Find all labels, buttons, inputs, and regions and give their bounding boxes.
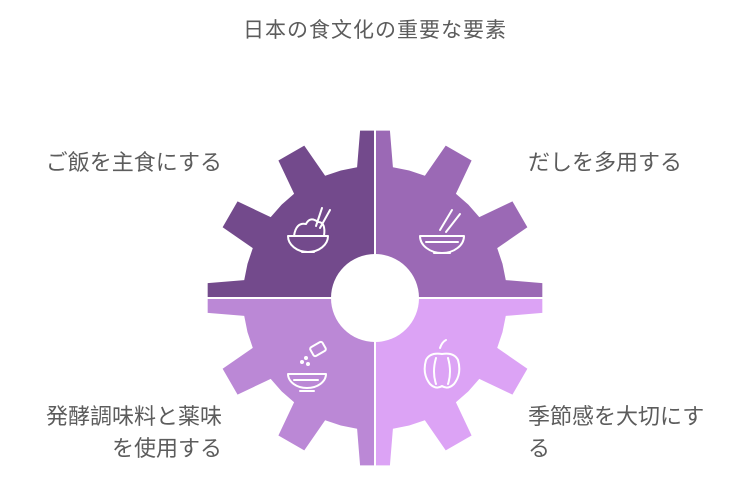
label-top-right: だしを多用する: [528, 148, 682, 180]
label-top-right-line-1: だしを多用する: [528, 151, 683, 176]
label-bottom-right: 季節感を大切にす る: [528, 402, 743, 466]
rice-bowl-chopsticks-icon: [287, 207, 331, 253]
label-bottom-left-line-2: を使用する: [111, 437, 222, 462]
label-bottom-right-line-2: る: [528, 437, 551, 462]
soup-bowl-chopsticks-icon: [419, 209, 465, 254]
diagram-title: 日本の食文化の重要な要素: [243, 18, 507, 42]
label-bottom-left-line-1: 発酵調味料と薬味: [45, 405, 222, 430]
label-bottom-left: 発酵調味料と薬味 を使用する: [2, 402, 222, 466]
label-top-left-line-1: ご飯を主食にする: [45, 151, 222, 176]
label-top-left: ご飯を主食にする: [46, 148, 222, 180]
bell-pepper-icon: [423, 339, 461, 389]
gear-segment-bottom-right: [375, 298, 543, 466]
gear-center-hole: [331, 254, 419, 342]
gear-segment-top-left: [207, 130, 375, 298]
seasoning-shaker-bowl-icon: [287, 340, 327, 392]
label-bottom-right-line-1: 季節感を大切にす: [528, 405, 705, 430]
